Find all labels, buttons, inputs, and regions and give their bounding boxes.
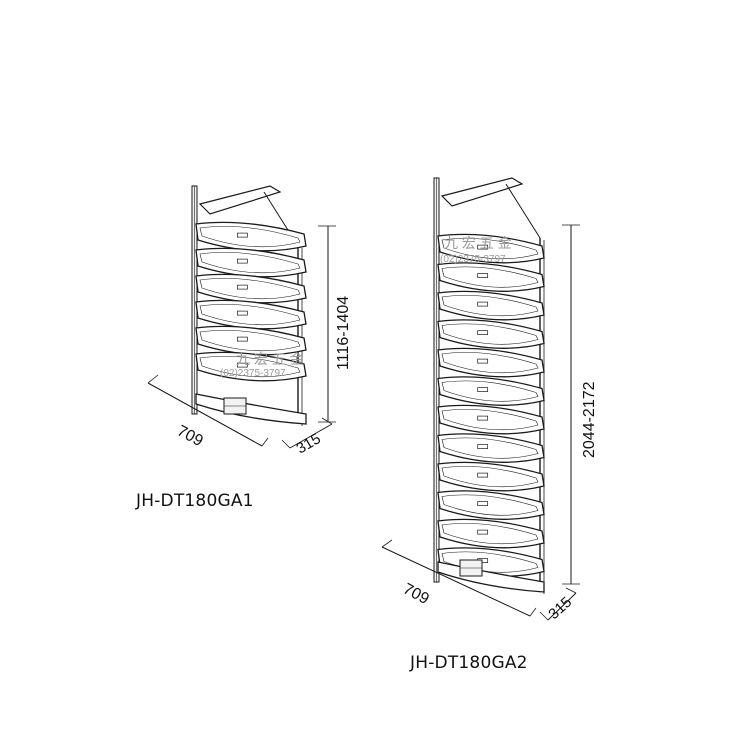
shelf-tray-rim	[441, 380, 539, 402]
shelf-handle	[477, 330, 489, 335]
shelf-handle	[477, 273, 489, 278]
shelf-tray	[195, 247, 307, 278]
watermark-phone: (02)2375-3797	[220, 368, 286, 379]
watermark-company-name: 九 宏 五 金	[236, 351, 304, 367]
shelf-tray-rim	[199, 252, 301, 274]
shelf-tray	[437, 319, 545, 349]
shelf-tray-rim	[441, 238, 539, 260]
watermark-jh-dt180ga2: 九 宏 五 金 (02)2375-3797	[440, 235, 512, 265]
shelf-handle	[237, 336, 248, 342]
shelf-tray	[195, 221, 307, 252]
shelf-handle	[477, 415, 489, 421]
shelf-handle	[237, 232, 248, 238]
shelf-tray-rim	[199, 330, 301, 352]
width-dimension: 709	[400, 581, 432, 609]
shelf-tray	[437, 233, 545, 264]
model-label-jh-dt180ga2: JH-DT180GA2	[410, 653, 528, 673]
shelf-tray-rim	[441, 295, 539, 317]
shelf-tray	[195, 299, 307, 330]
shelf-tray-rim	[199, 226, 301, 248]
shelf-tray-rim	[199, 304, 301, 326]
shelf-tray	[437, 461, 545, 492]
model-label-jh-dt180ga1: JH-DT180GA1	[136, 491, 254, 511]
top-bracket	[198, 185, 282, 215]
height-dimension: 2044-2172	[581, 381, 598, 458]
shelf-tray	[437, 518, 545, 549]
watermark-phone: (02)2375-3797	[440, 254, 506, 265]
watermark-jh-dt180ga1: 九 宏 五 金 (02)2375-3797	[220, 351, 304, 379]
bracket-brace	[505, 183, 541, 239]
shelf-handle	[477, 444, 489, 449]
width-dimension: 709	[174, 423, 206, 451]
shelf-tray	[437, 376, 545, 406]
shelf-tray-rim	[441, 266, 539, 288]
shelf-tray-rim	[199, 278, 301, 300]
shelf-tray-rim	[199, 356, 301, 378]
shelf-handle	[237, 362, 248, 368]
shelf-tray	[195, 351, 307, 382]
dimensions-jh-dt180ga1: 709 315 1116-1404	[147, 225, 352, 457]
shelf-tray	[437, 490, 545, 520]
shelf-tray	[437, 433, 545, 463]
shelf-handle	[477, 501, 489, 506]
shelf-tray-rim	[441, 494, 539, 516]
shelf-tray	[437, 404, 545, 435]
shelf-tray-rim	[441, 466, 539, 488]
base-tray	[195, 393, 307, 425]
shelf-tray-rim	[441, 323, 539, 345]
shelf-tray	[195, 273, 307, 304]
shelf-handle	[477, 358, 489, 364]
shelf-handle	[477, 301, 489, 307]
shelf-tray-rim	[441, 437, 539, 459]
shelf-handle	[477, 472, 489, 478]
depth-dimension: 315	[294, 430, 324, 457]
shelf-tray	[437, 262, 545, 292]
rack-jh-dt180ga1	[191, 185, 307, 426]
shelf-tray-rim	[441, 352, 539, 374]
shelf-tray	[195, 325, 307, 356]
shelf-tray-rim	[441, 409, 539, 431]
shelf-handle	[237, 258, 248, 264]
shelf-handle	[477, 529, 489, 535]
shelf-handle	[237, 310, 248, 316]
rack-jh-dt180ga2	[433, 177, 545, 594]
shelf-handle	[477, 244, 489, 250]
shelf-handle	[477, 387, 489, 392]
top-bracket	[440, 177, 524, 207]
shelf-tray	[437, 347, 545, 378]
shelf-handle	[237, 284, 248, 290]
shelf-tray	[437, 290, 545, 321]
watermark-company-name: 九 宏 五 金	[444, 235, 512, 251]
shelf-tray-rim	[441, 523, 539, 545]
height-dimension: 1116-1404	[335, 296, 352, 370]
